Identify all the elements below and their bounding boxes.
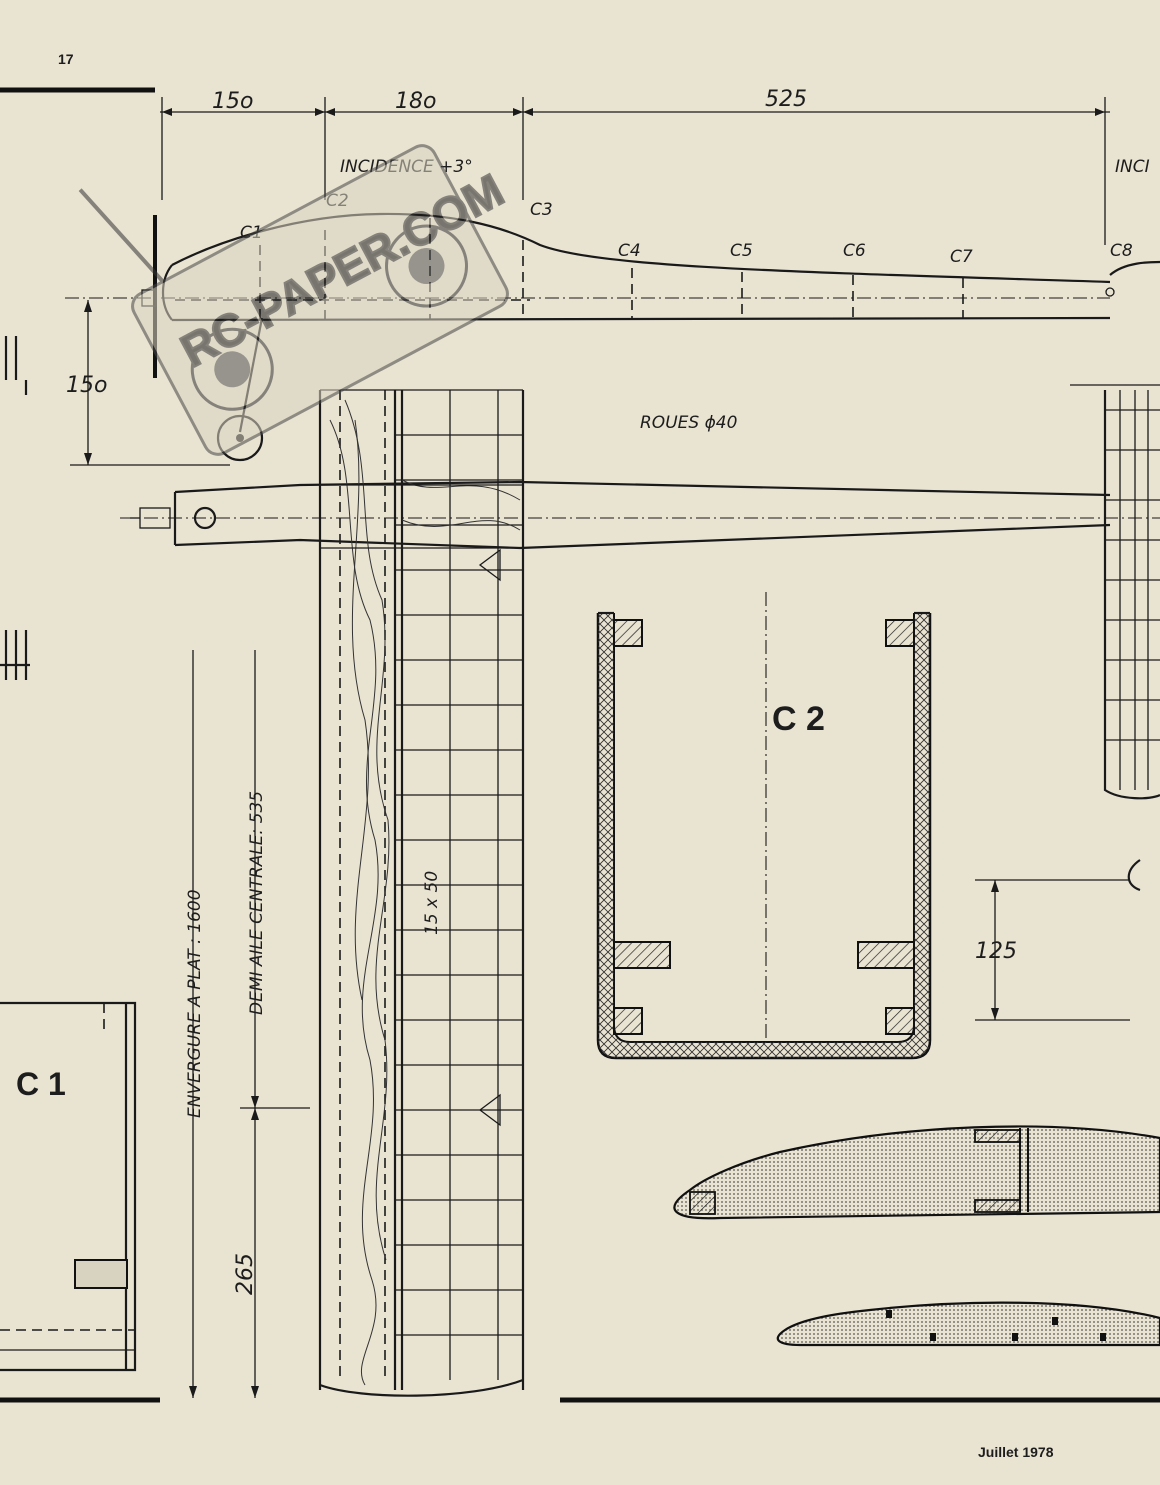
former-c2-title: C 2 [772, 700, 825, 738]
former-c2-detail [596, 592, 932, 1060]
left-dimension-150 [70, 300, 230, 466]
watermark-stamp: RC-PAPER.COM [78, 144, 513, 456]
former-c5-label: C5 [730, 241, 753, 261]
former-c6-label: C6 [843, 241, 866, 261]
span-dimension-lines [189, 650, 310, 1398]
dimension-125 [975, 879, 1130, 1021]
wing-plan [318, 389, 525, 1397]
former-c7-label: C7 [950, 247, 973, 267]
left-margin-marks [0, 336, 30, 680]
former-c8-label: C8 [1110, 241, 1133, 261]
dim-150-top: 15o [212, 89, 253, 114]
former-c1-title: C 1 [16, 1066, 66, 1102]
dim-180: 18o [395, 89, 436, 114]
page-number: 17 [58, 51, 74, 67]
dim-525: 525 [765, 87, 807, 112]
wheels-label: ROUES ϕ40 [640, 413, 737, 433]
former-c3-label: C3 [530, 200, 553, 220]
half-wing-label: DEMI AILE CENTRALE: 535 [247, 791, 267, 1015]
dim-125: 125 [975, 939, 1017, 964]
airfoil-section-2 [776, 1301, 1160, 1347]
top-dimension-line [160, 97, 1110, 245]
former-c1-detail [0, 1001, 137, 1372]
span-label: ENVERGURE A PLAT : 1600 [185, 889, 205, 1118]
incidence-label-right: INCI [1115, 157, 1150, 177]
dim-265: 265 [233, 1253, 258, 1295]
dim-150-left: 15o [66, 373, 107, 398]
former-c4-label: C4 [618, 241, 641, 261]
tailplane-plan [1070, 384, 1160, 892]
spar-dimension-label: 15 x 50 [422, 871, 442, 935]
footer-date: Juillet 1978 [978, 1444, 1054, 1460]
fuselage-top-view [120, 480, 1160, 550]
airfoil-section-1 [673, 1125, 1160, 1220]
